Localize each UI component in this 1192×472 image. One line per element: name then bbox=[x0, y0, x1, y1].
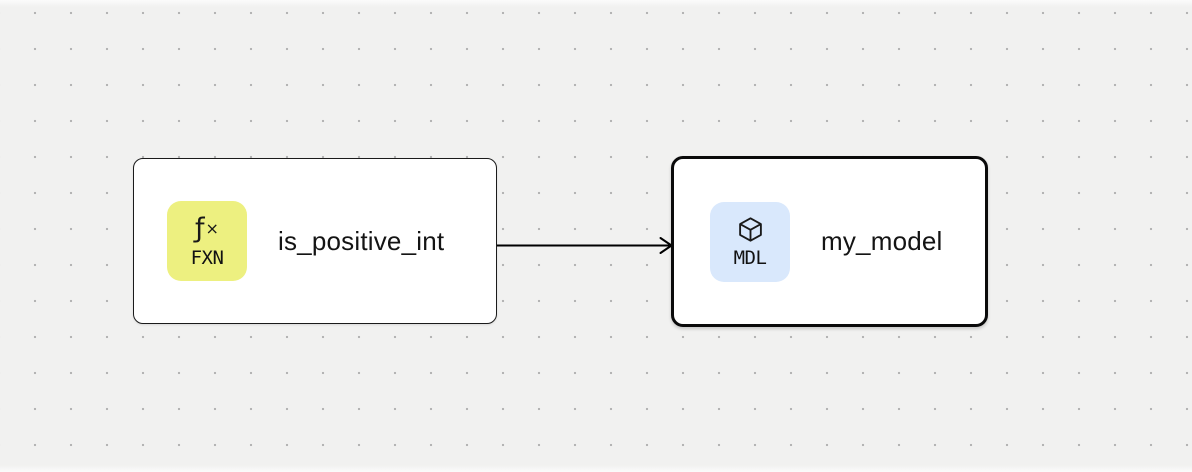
function-type-badge: ƒ× FXN bbox=[167, 201, 247, 281]
node-label: is_positive_int bbox=[278, 225, 445, 256]
model-type-badge: MDL bbox=[710, 201, 790, 282]
function-icon-f: ƒ bbox=[195, 213, 205, 244]
canvas-top-fade bbox=[0, 0, 1192, 7]
badge-type-label: MDL bbox=[733, 247, 767, 269]
function-icon: ƒ× bbox=[195, 213, 219, 245]
cube-icon bbox=[737, 213, 764, 245]
function-icon-x: × bbox=[205, 218, 219, 238]
node-my-model[interactable]: MDL my_model bbox=[671, 156, 988, 327]
canvas-bottom-fade bbox=[0, 465, 1192, 472]
edge-is-positive-int-to-my-model[interactable] bbox=[497, 237, 673, 254]
node-is-positive-int[interactable]: ƒ× FXN is_positive_int bbox=[133, 158, 497, 324]
node-label: my_model bbox=[821, 226, 943, 256]
badge-type-label: FXN bbox=[190, 246, 224, 269]
